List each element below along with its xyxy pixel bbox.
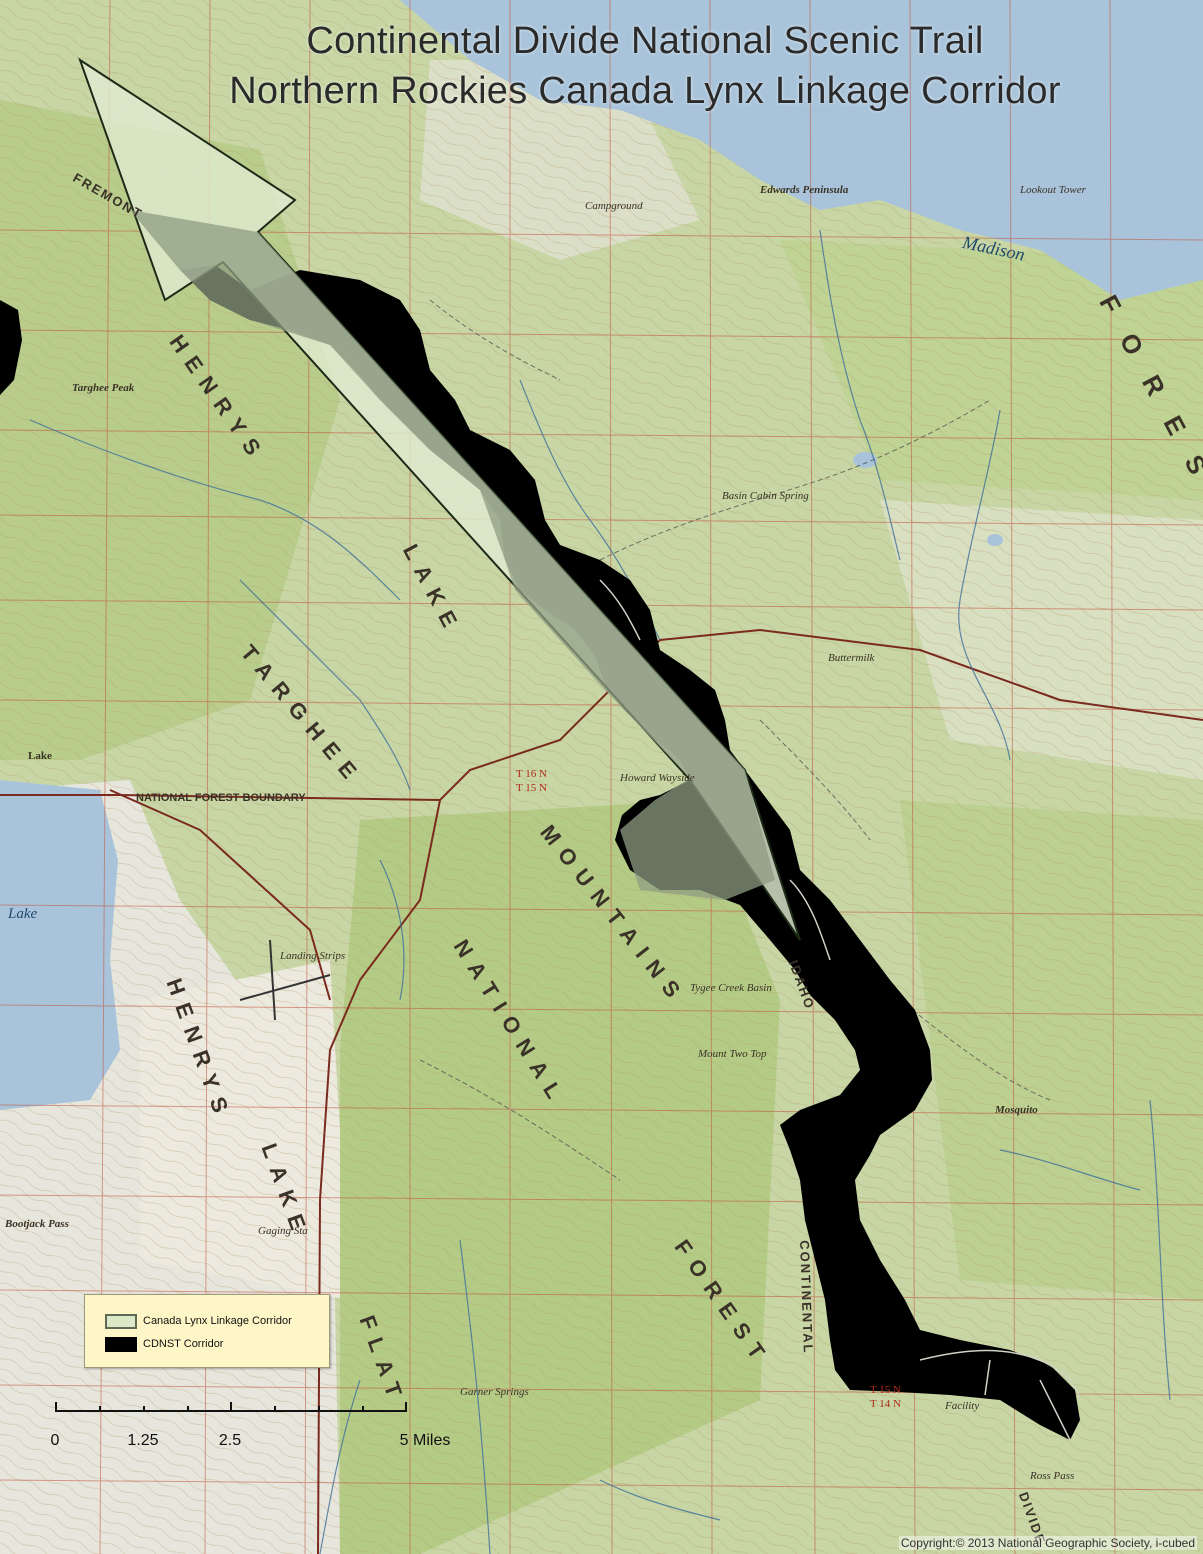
label-t15n: T 15 N (516, 782, 547, 794)
label-garner-springs: Garner Springs (460, 1386, 529, 1398)
legend-swatch-lynx (105, 1313, 137, 1329)
scale-label-2-5: 2.5 (218, 1432, 242, 1449)
label-edwards-peninsula: Edwards Peninsula (760, 184, 849, 196)
label-mosquito: Mosquito (995, 1104, 1038, 1116)
label-targhee-peak: Targhee Peak (72, 382, 135, 394)
scale-tick (362, 1406, 364, 1412)
label-mount-two-top: Mount Two Top (698, 1048, 767, 1060)
scale-tick (230, 1402, 232, 1412)
map-title-line-2: Northern Rockies Canada Lynx Linkage Cor… (229, 70, 1061, 112)
legend-swatch-cdnst (105, 1336, 137, 1352)
scale-label-1-25: 1.25 (127, 1432, 159, 1449)
map-legend: Canada Lynx Linkage Corridor CDNST Corri… (84, 1294, 330, 1368)
scale-label-0: 0 (50, 1432, 60, 1449)
label-bootjack-pass: Bootjack Pass (5, 1218, 69, 1230)
legend-item-lynx: Canada Lynx Linkage Corridor (105, 1313, 292, 1329)
label-t16n: T 16 N (516, 768, 547, 780)
label-facility: Facility (945, 1400, 980, 1412)
label-lookout-tower: Lookout Tower (1020, 184, 1086, 196)
scale-tick (143, 1406, 145, 1412)
label-t14n: T 14 N (870, 1398, 901, 1410)
label-lake-left-top: Lake (28, 750, 52, 762)
scale-tick (55, 1402, 57, 1412)
scale-tick (187, 1406, 189, 1412)
scale-tick (405, 1402, 407, 1412)
legend-item-cdnst: CDNST Corridor (105, 1336, 223, 1352)
label-landing-strips: Landing Strips (280, 950, 346, 962)
label-lake-left: Lake (8, 906, 38, 922)
label-campground: Campground (585, 200, 643, 212)
legend-label-cdnst: CDNST Corridor (143, 1338, 224, 1350)
label-gaging-sta: Gaging Sta (258, 1225, 308, 1237)
scale-tick (274, 1406, 276, 1412)
copyright-credit: Copyright:© 2013 National Geographic Soc… (898, 1536, 1197, 1550)
legend-label-lynx: Canada Lynx Linkage Corridor (143, 1315, 292, 1327)
label-basin-cabin-spring: Basin Cabin Spring (722, 490, 809, 502)
scale-label-5-miles: 5 Miles (399, 1432, 451, 1449)
label-forest-boundary: NATIONAL FOREST BOUNDARY (136, 792, 306, 804)
label-buttermilk: Buttermilk (828, 652, 875, 664)
map-title-line-1: Continental Divide National Scenic Trail (306, 20, 984, 62)
scale-tick (99, 1406, 101, 1412)
label-ross-pass: Ross Pass (1030, 1470, 1075, 1482)
label-tygee-creek-basin: Tygee Creek Basin (690, 982, 772, 994)
scale-tick (318, 1406, 320, 1412)
scale-bar: 0 1.25 2.5 5 Miles (40, 1402, 450, 1452)
label-howard-wayside: Howard Wayside (620, 772, 695, 784)
label-t15n-b: T 15 N (870, 1384, 901, 1396)
